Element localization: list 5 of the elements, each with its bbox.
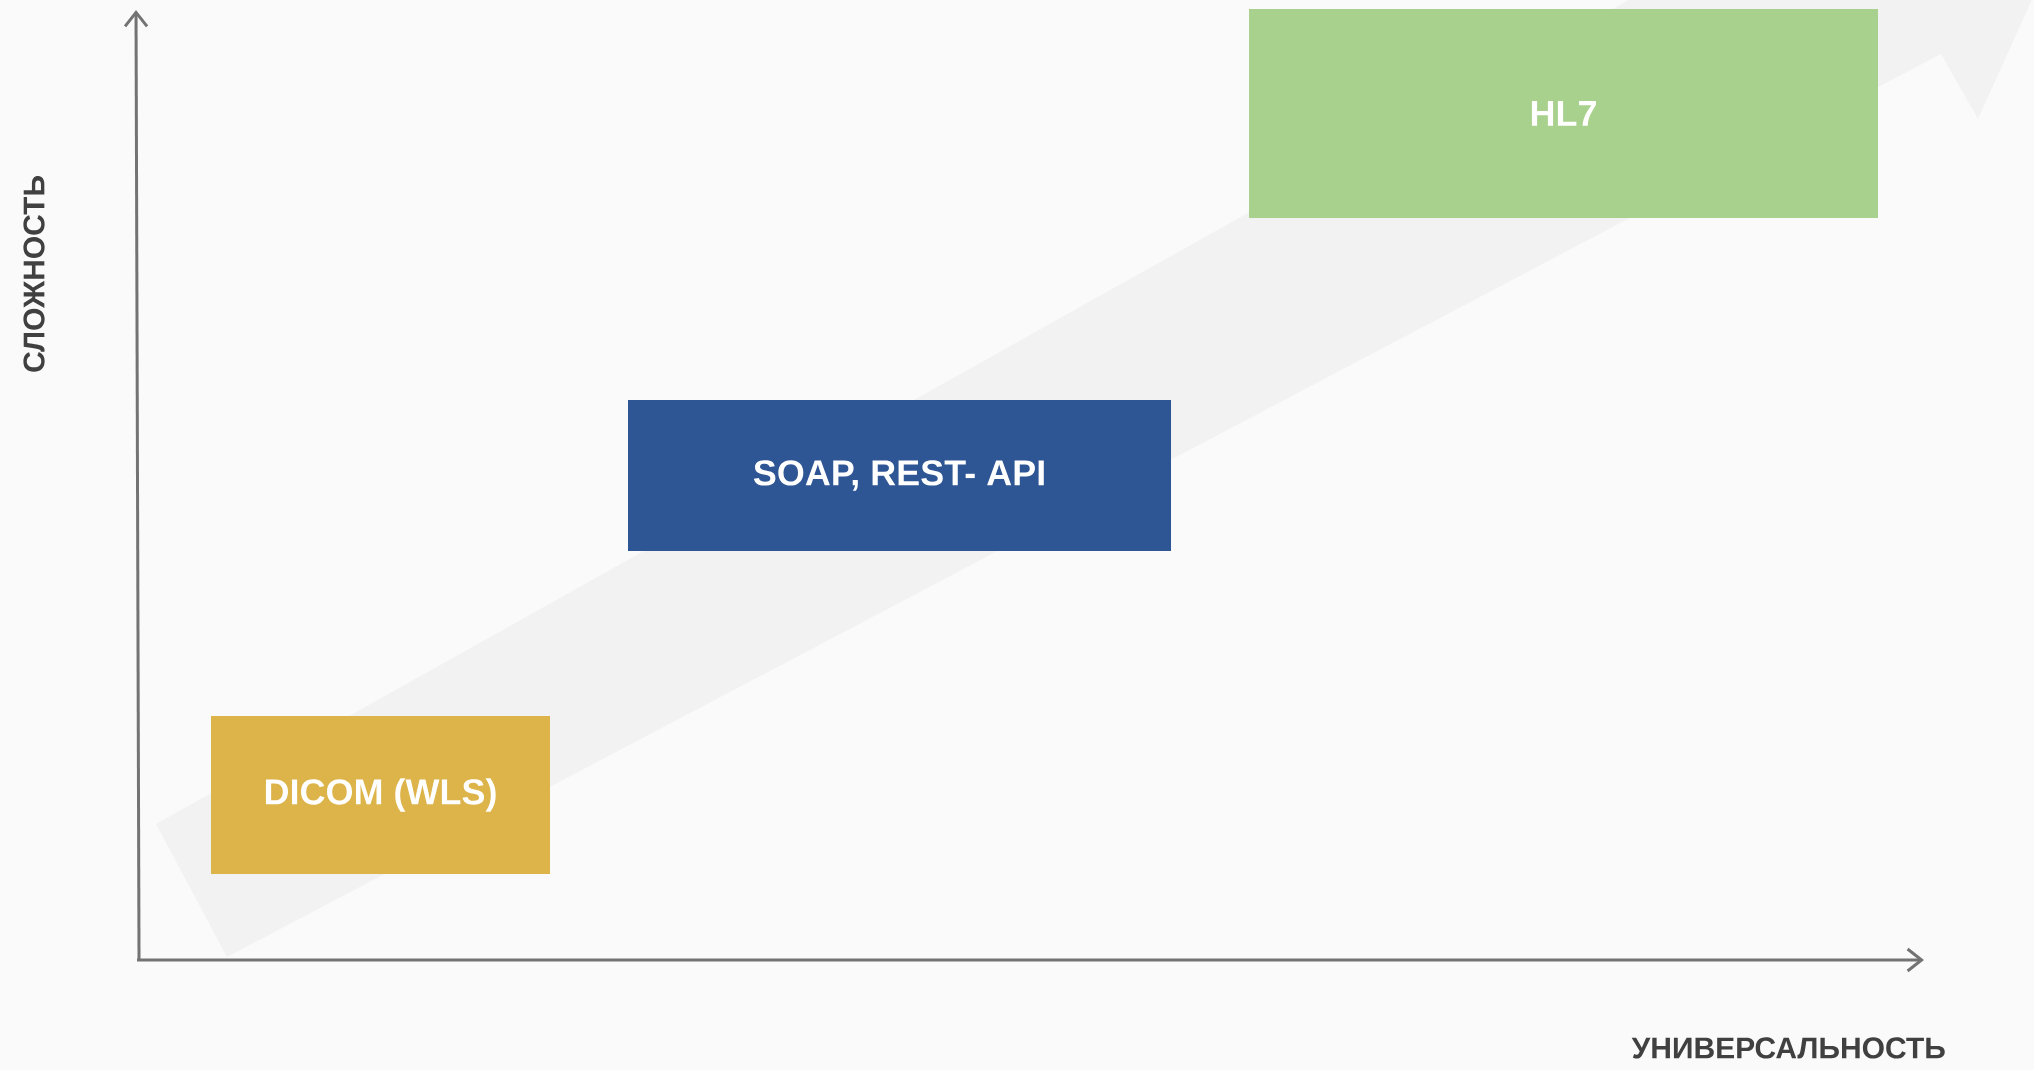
axis-label: СЛОЖНОСТЬ: [23, 176, 45, 372]
level-box: HL7: [1249, 9, 1878, 218]
level-box: DICOM (WLS): [211, 716, 550, 874]
axis-label: УНИВЕРСАЛЬНОСТЬ: [1631, 1037, 1945, 1059]
level-box: SOAP, REST- API: [628, 400, 1171, 551]
